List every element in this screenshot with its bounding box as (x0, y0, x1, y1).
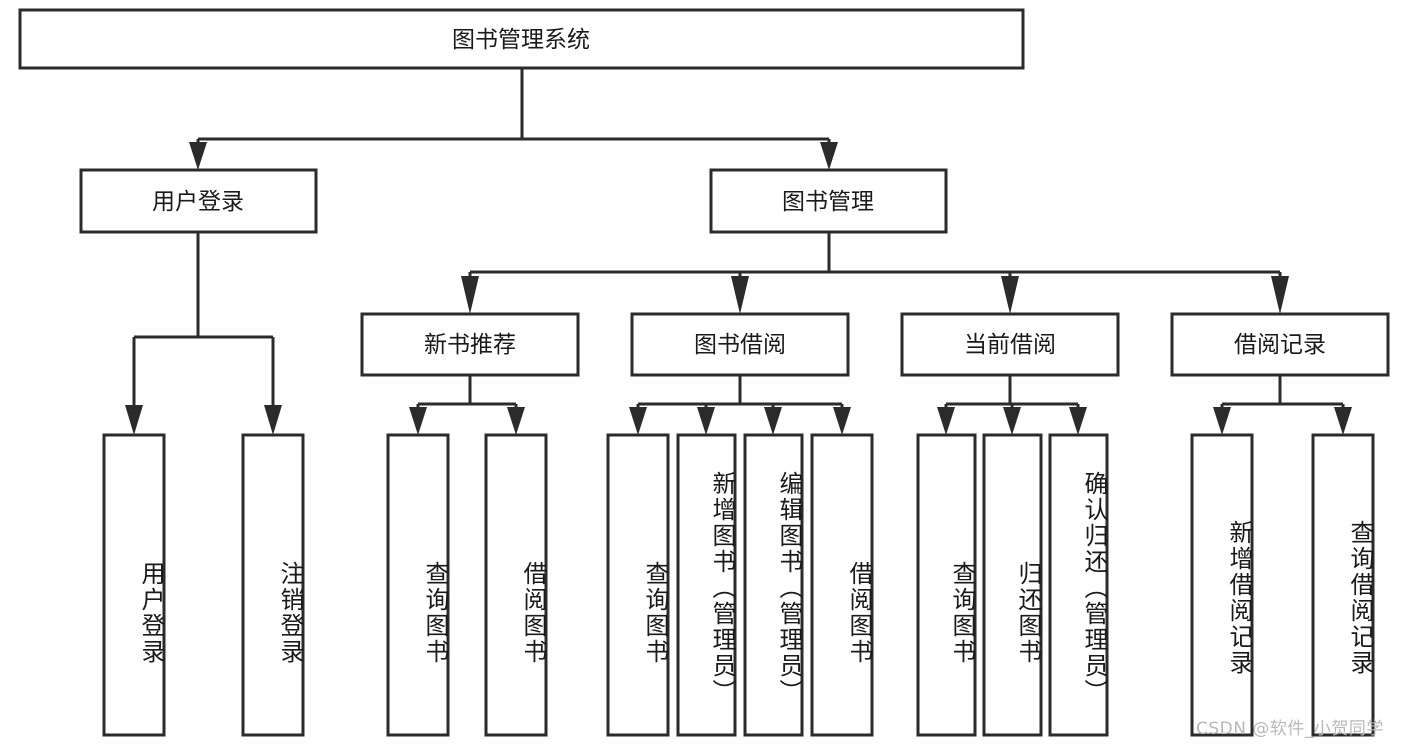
connector-group-new-book-rec (409, 375, 525, 435)
leaf-add-book-box[interactable] (676, 433, 737, 737)
node-book-manage-label: 图书管理 (782, 189, 874, 215)
node-user-login-label: 用户登录 (152, 189, 244, 215)
leaf-borrow-book-1-box[interactable] (484, 433, 548, 737)
node-new-book-rec-label: 新书推荐 (424, 332, 516, 358)
leaf-add-record-box[interactable] (1190, 433, 1254, 737)
arrow-to-leaf-query-record (1334, 407, 1352, 435)
arrow-to-leaf-logout (264, 405, 282, 435)
leaf-query-record-box[interactable] (1311, 433, 1375, 737)
leaf-boxes (102, 433, 1375, 737)
arrow-to-leaf-query-book-2 (629, 407, 647, 435)
leaf-borrow-book-2-box[interactable] (810, 433, 874, 737)
arrow-to-leaf-query-book-1 (409, 407, 427, 435)
arrow-to-current-borrow (1001, 276, 1019, 314)
arrow-to-leaf-return-book (1003, 407, 1021, 435)
node-book-borrow-box[interactable] (630, 312, 850, 377)
node-title-box[interactable] (18, 8, 1025, 70)
csdn-watermark: CSDN @软件_小贺同学 (1196, 719, 1384, 739)
node-title-label: 图书管理系统 (452, 27, 590, 53)
arrow-to-leaf-add-book (697, 407, 715, 435)
arrow-to-leaf-query-book-3 (937, 407, 955, 435)
node-current-borrow[interactable]: 当前借阅 (900, 312, 1120, 377)
connector-group-book-borrow (629, 375, 851, 435)
leaf-query-book-1-box[interactable] (386, 433, 450, 737)
node-new-book-rec[interactable]: 新书推荐 (360, 312, 580, 377)
leaf-return-book-box[interactable] (982, 433, 1043, 737)
node-borrow-record[interactable]: 借阅记录 (1170, 312, 1390, 377)
arrow-to-borrow-record (1271, 276, 1289, 314)
arrow-to-user-login (189, 142, 207, 170)
arrow-to-leaf-confirm-return (1069, 407, 1087, 435)
node-title[interactable]: 图书管理系统 (18, 8, 1025, 70)
arrow-to-leaf-borrow-book-1 (507, 407, 525, 435)
arrow-to-new-book-rec (461, 276, 479, 314)
node-current-borrow-label: 当前借阅 (964, 332, 1056, 358)
connector-group-user-login (125, 232, 282, 435)
leaf-confirm-return-box[interactable] (1048, 433, 1109, 737)
node-borrow-record-box[interactable] (1170, 312, 1390, 377)
leaf-user-login-box[interactable] (102, 433, 166, 737)
node-user-login-box[interactable] (79, 168, 318, 234)
connector-group-book-manage (461, 232, 1289, 314)
node-book-manage-box[interactable] (709, 168, 948, 234)
node-new-book-rec-box[interactable] (360, 312, 580, 377)
arrow-to-book-manage (820, 142, 838, 170)
arrow-to-leaf-borrow-book-2 (833, 407, 851, 435)
node-borrow-record-label: 借阅记录 (1234, 332, 1326, 358)
arrow-to-book-borrow (731, 276, 749, 314)
node-book-manage[interactable]: 图书管理 (709, 168, 948, 234)
node-book-borrow[interactable]: 图书借阅 (630, 312, 850, 377)
node-current-borrow-box[interactable] (900, 312, 1120, 377)
connector-group-root (189, 68, 838, 170)
leaf-query-book-2-box[interactable] (606, 433, 670, 737)
arrow-to-leaf-add-record (1213, 407, 1231, 435)
node-book-borrow-label: 图书借阅 (694, 332, 786, 358)
connector-group-borrow-record (1213, 375, 1352, 435)
leaf-logout-box[interactable] (241, 433, 305, 737)
leaf-edit-book-box[interactable] (743, 433, 804, 737)
leaf-query-book-3-box[interactable] (916, 433, 977, 737)
arrow-to-leaf-user-login (125, 405, 143, 435)
node-user-login[interactable]: 用户登录 (79, 168, 318, 234)
connector-group-current-borrow (937, 375, 1087, 435)
arrow-to-leaf-edit-book (764, 407, 782, 435)
